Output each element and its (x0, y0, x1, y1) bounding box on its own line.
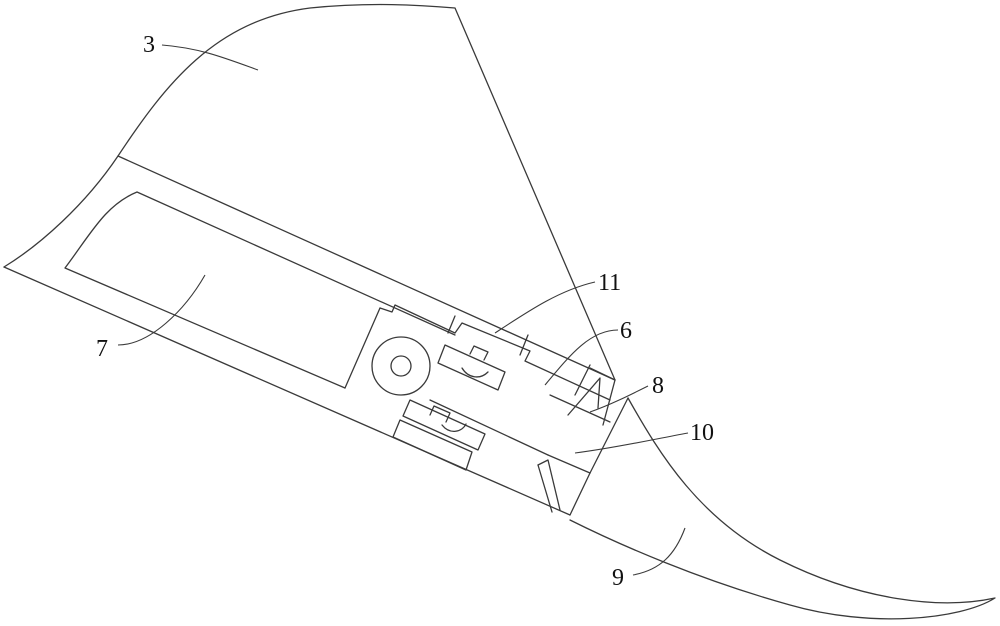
lower-stop-divider (538, 465, 552, 512)
rod-10-upper (550, 395, 610, 422)
part-8-edge (590, 398, 628, 473)
label-10: 10 (690, 420, 714, 446)
label-3: 3 (143, 32, 155, 58)
label-11: 11 (598, 270, 621, 296)
label-7: 7 (96, 336, 108, 362)
roller-wheel-inner (391, 356, 411, 376)
roller-wheel-outer (372, 337, 430, 395)
lower-gear-arc (442, 424, 466, 431)
label-6: 6 (620, 318, 632, 344)
mechanism-frame-left (345, 308, 380, 388)
rod-10-lower (548, 455, 590, 473)
step-divider-1 (448, 316, 455, 333)
chamber-7-outline (65, 192, 455, 388)
lower-gear-block (403, 400, 485, 450)
mechanism-top-steps (380, 305, 610, 400)
handle-top-edge (118, 156, 615, 380)
label-9: 9 (612, 565, 624, 591)
part-3-outline (4, 5, 615, 380)
label-8: 8 (652, 373, 664, 399)
part-9-blade (570, 398, 995, 619)
leader-11 (495, 282, 595, 333)
guide-rail-lower (430, 400, 548, 455)
leader-10 (575, 433, 688, 453)
lower-base-block (393, 420, 472, 470)
handle-bottom-edge (4, 267, 570, 515)
part-9-back (570, 473, 590, 515)
